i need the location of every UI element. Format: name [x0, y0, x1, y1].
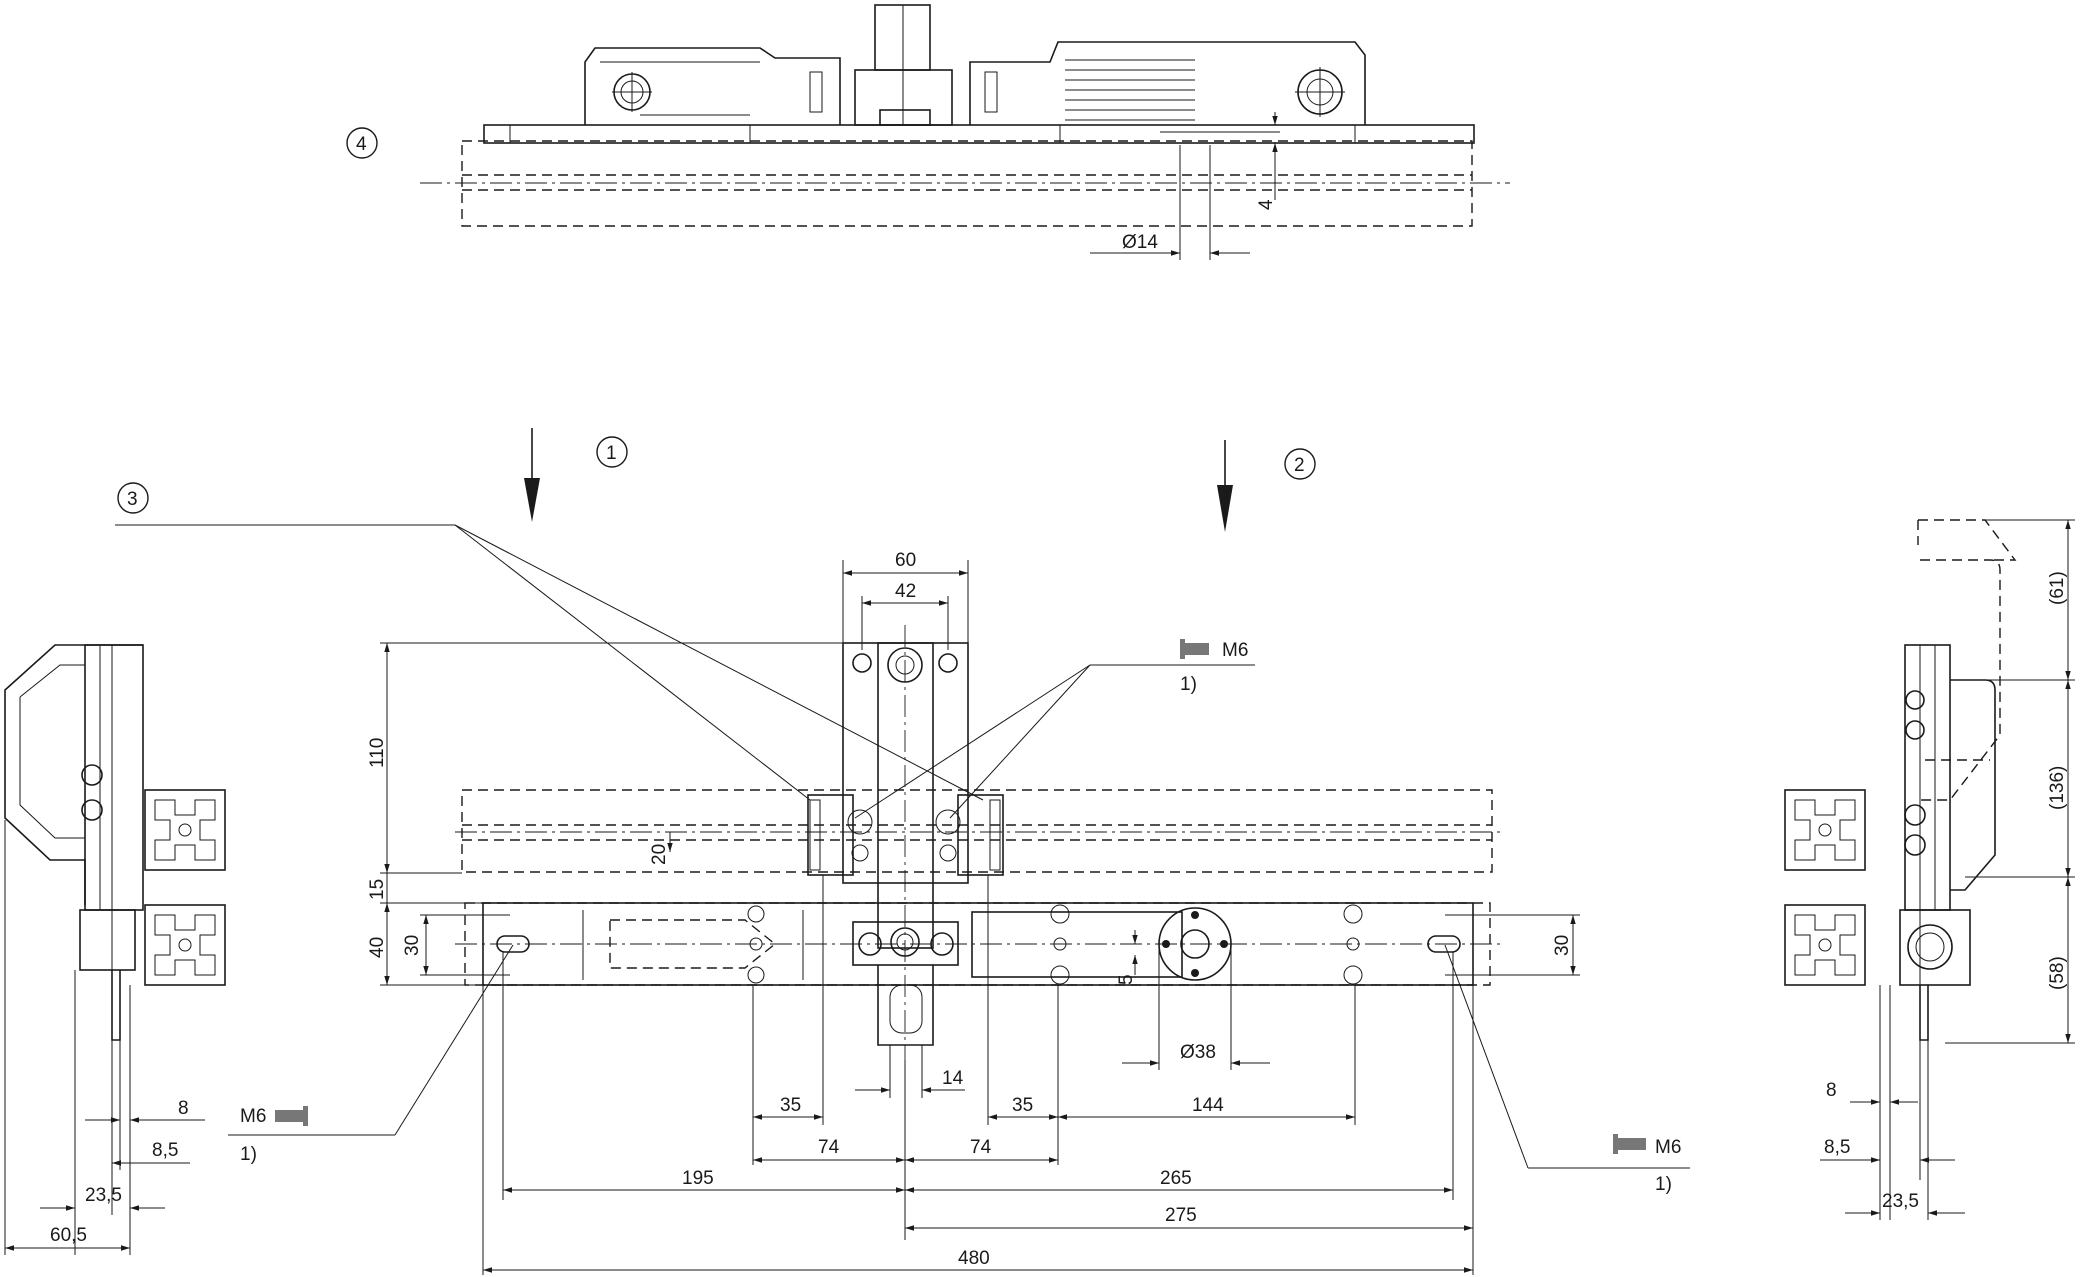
screw-icon-right	[1618, 1138, 1646, 1150]
dim-60: 60	[895, 550, 916, 571]
cooling-fins	[1065, 59, 1195, 121]
dim-480: 480	[958, 1248, 990, 1269]
dim-35-left: 35	[780, 1095, 801, 1116]
dim-14: 14	[942, 1068, 964, 1089]
callout-3: 3	[115, 482, 984, 801]
right-dim-136: (136)	[2047, 766, 2068, 810]
view-arrow-2	[1217, 440, 1233, 532]
dim-30-left: 30	[402, 935, 423, 956]
screw-label-right: M6	[1655, 1137, 1681, 1158]
left-dim-60-5: 60,5	[50, 1225, 87, 1246]
right-dim-61: (61)	[2047, 571, 2068, 605]
dim-144: 144	[1192, 1095, 1224, 1116]
footnote-top: 1)	[1180, 674, 1197, 695]
dim-dia38: Ø38	[1180, 1042, 1216, 1063]
left-profile-upper	[144, 789, 226, 871]
dim-35-right: 35	[1012, 1095, 1033, 1116]
top-view: 4 Ø14	[420, 4, 1510, 260]
dim-74-right: 74	[970, 1137, 992, 1158]
svg-text:3: 3	[127, 489, 138, 510]
dim-110: 110	[367, 738, 388, 768]
right-profile-lower	[1784, 904, 1866, 986]
right-dim-8: 8	[1826, 1080, 1837, 1101]
dim-42: 42	[895, 581, 916, 602]
svg-text:2: 2	[1294, 455, 1305, 476]
dim-15: 15	[367, 879, 388, 900]
svg-text:1: 1	[606, 443, 617, 464]
screw-icon-top	[1183, 643, 1209, 655]
screw-label-left: M6	[240, 1106, 266, 1127]
svg-text:4: 4	[356, 134, 367, 155]
dim-40: 40	[367, 937, 388, 958]
dim-4: 4	[1256, 199, 1277, 210]
callout-4: 4	[346, 127, 378, 159]
left-side-view: 8 8,5 23,5 60,5	[4, 644, 226, 1255]
dim-dia14: Ø14	[1122, 232, 1158, 253]
left-dim-8: 8	[178, 1098, 189, 1119]
callout-1: 1	[596, 436, 628, 468]
screw-icon-left	[275, 1110, 305, 1122]
left-dim-23-5: 23,5	[85, 1185, 122, 1206]
screw-label-top: M6	[1222, 640, 1248, 661]
dim-30-right: 30	[1552, 935, 1573, 956]
left-dim-8-5: 8,5	[152, 1140, 178, 1161]
view-arrow-1	[524, 428, 540, 522]
footnote-right: 1)	[1655, 1174, 1672, 1195]
right-side-view: (61) (136) (58) 8 8,5 23,5	[1784, 519, 2075, 1220]
front-view: M6 1) M6 1) M6 1) 60 42 110 15	[228, 550, 1690, 1275]
dim-265: 265	[1160, 1168, 1192, 1189]
right-dim-58: (58)	[2047, 956, 2068, 990]
right-dim-8-5: 8,5	[1824, 1137, 1850, 1158]
right-dim-23-5: 23,5	[1882, 1191, 1919, 1212]
dim-20: 20	[649, 844, 670, 865]
dim-74-left: 74	[818, 1137, 840, 1158]
left-profile-lower	[144, 904, 226, 986]
dim-5: 5	[1116, 974, 1137, 985]
right-knob-icon	[1899, 909, 1971, 986]
footnote-left: 1)	[240, 1144, 257, 1165]
dim-195: 195	[682, 1168, 714, 1189]
right-profile-upper	[1784, 789, 1866, 871]
dim-275: 275	[1165, 1205, 1197, 1226]
callout-2: 2	[1284, 448, 1316, 480]
